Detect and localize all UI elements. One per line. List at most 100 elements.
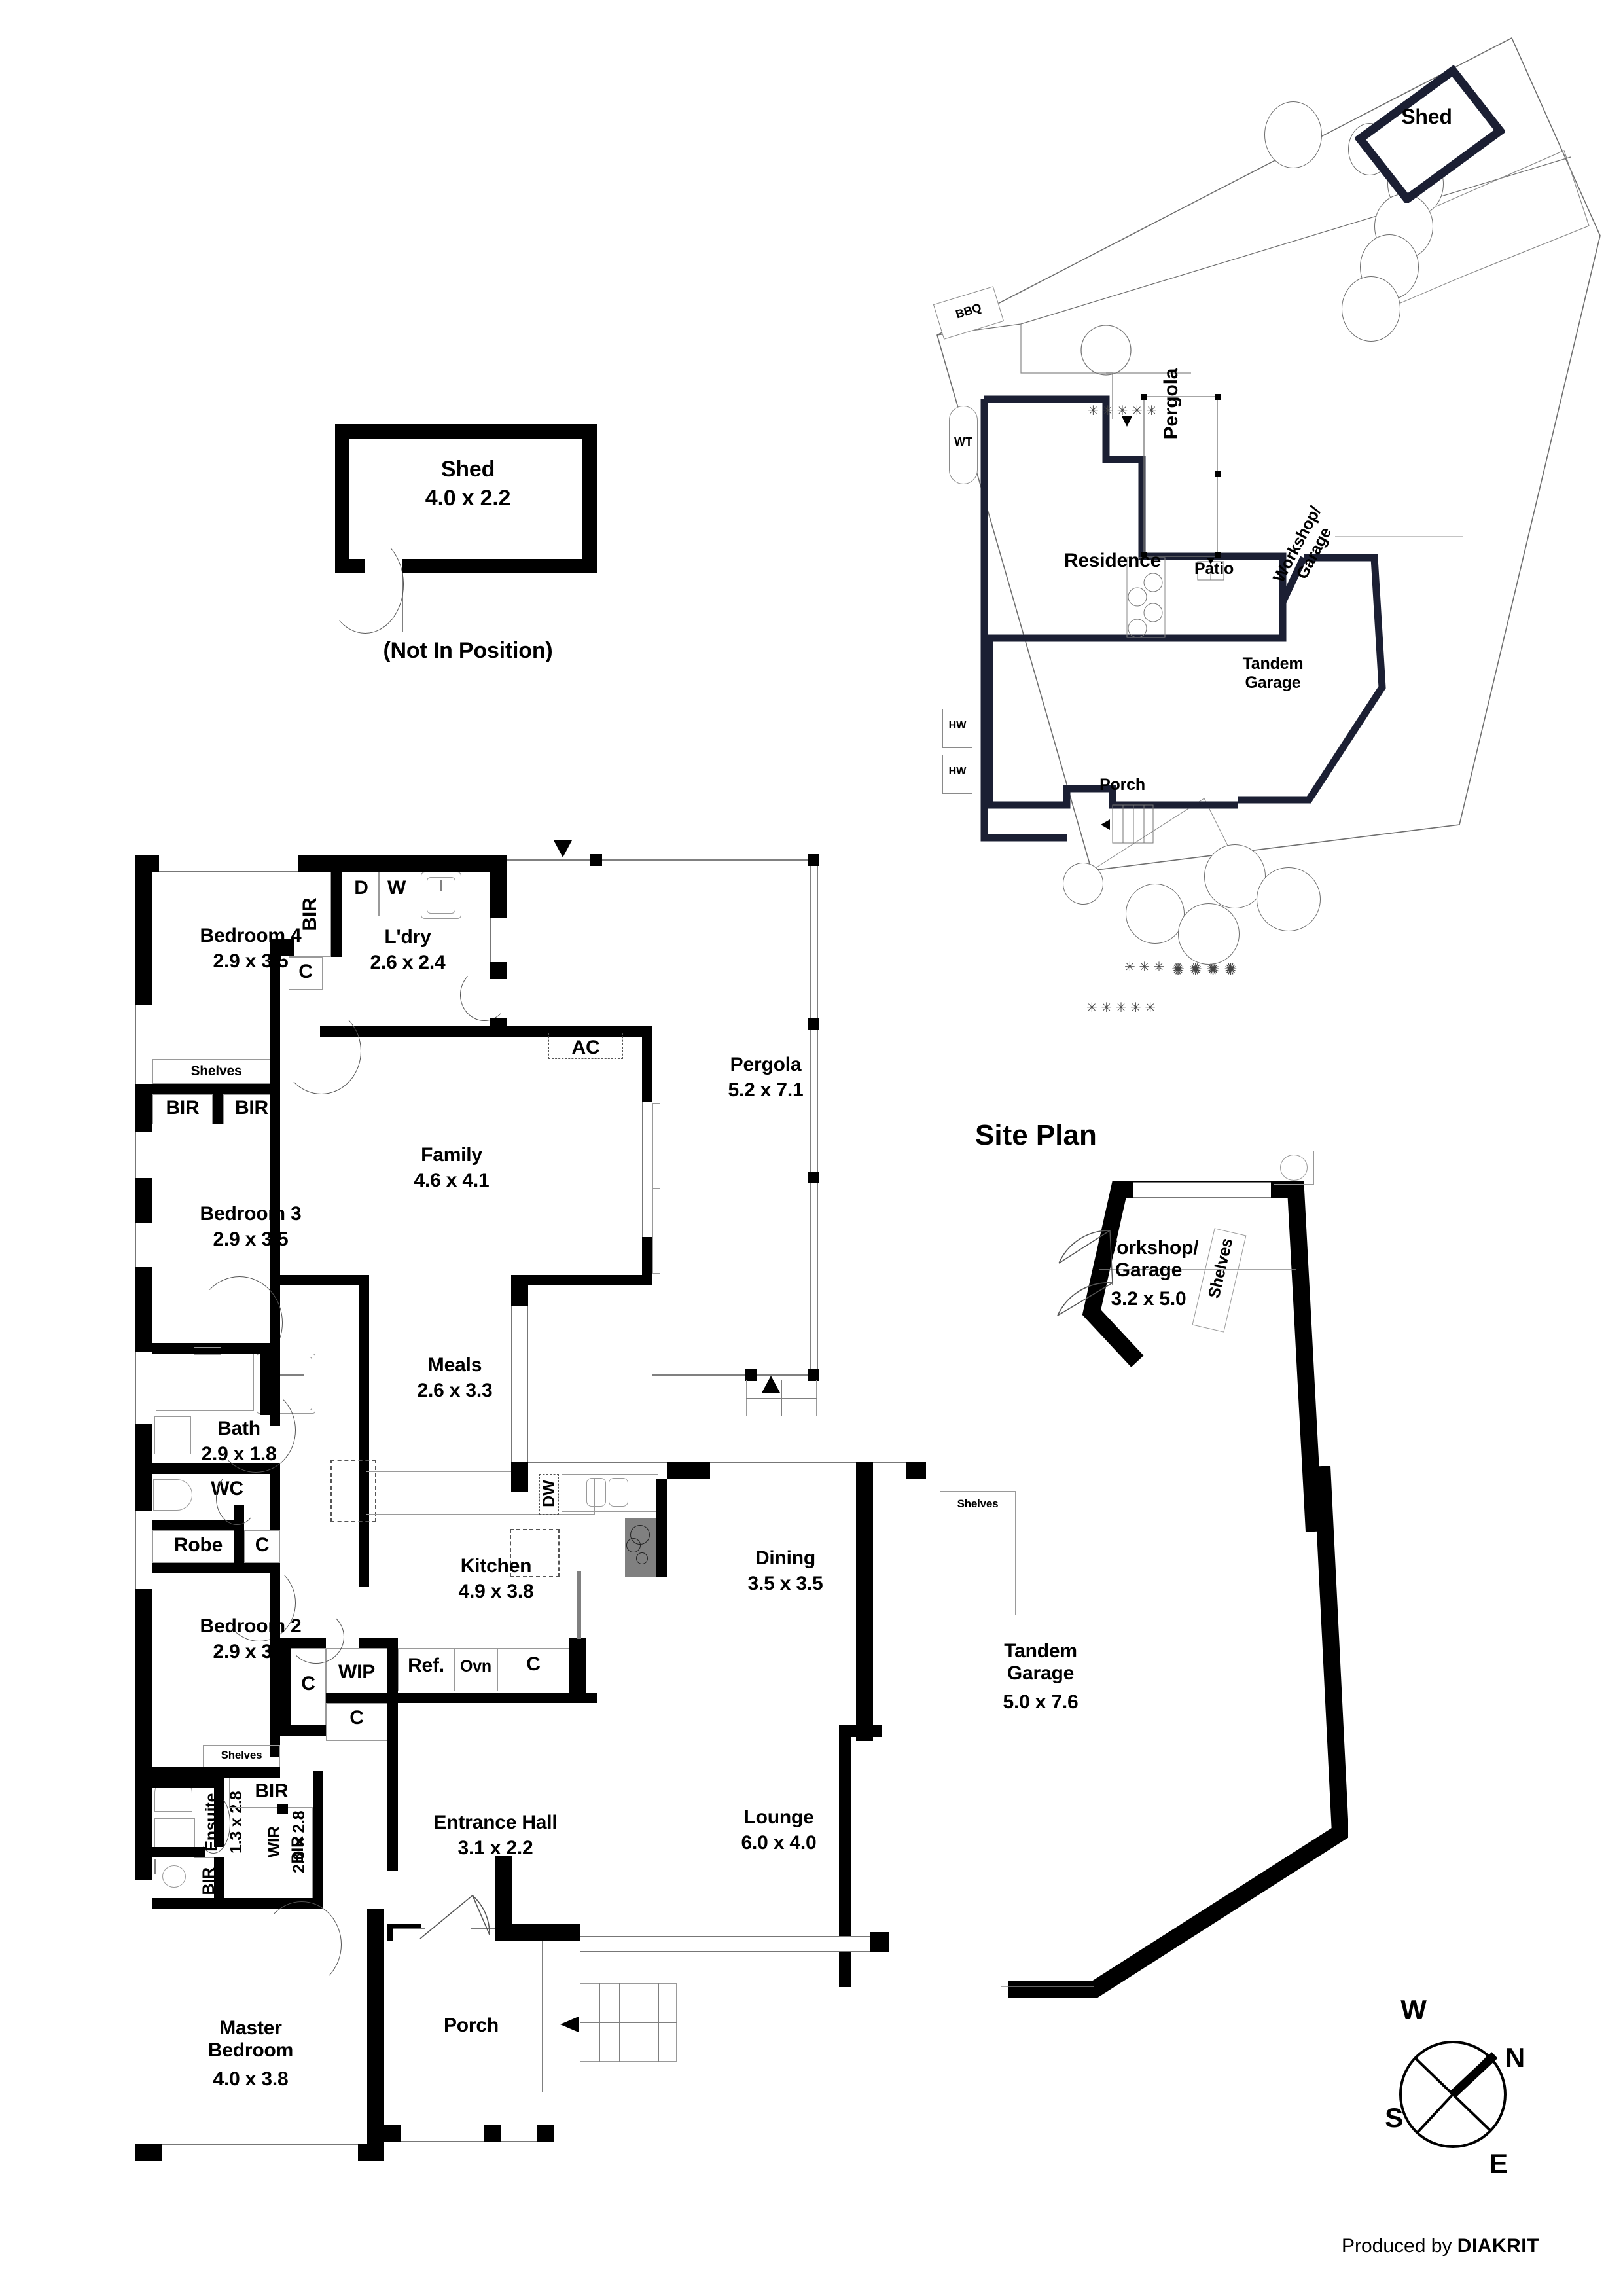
window-ensuite-left (135, 1511, 152, 1589)
washer-box (379, 872, 414, 916)
wall-closet-hall-left (280, 1638, 291, 1736)
water-tank-box (949, 406, 978, 484)
bed3-door-arc (196, 1276, 283, 1369)
tree-icon (1178, 903, 1240, 965)
wall-closet-left-bottom (280, 1725, 326, 1736)
wall-bath-top (152, 1343, 280, 1354)
sink-bowl-right (609, 1478, 628, 1507)
room-dim-entrance-hall: 3.1 x 2.2 (457, 1837, 533, 1859)
wall-ext-top-b (298, 855, 507, 872)
room-dim-workshop-garage: 3.2 x 5.0 (1111, 1288, 1186, 1310)
dryer-box (344, 872, 379, 916)
ldry-hall-door-arc (281, 1008, 361, 1094)
closet-ldry-label: C (298, 961, 313, 982)
room-label-porch: Porch (443, 2015, 499, 2036)
room-dim-bedroom3: 2.9 x 3.5 (213, 1229, 289, 1250)
wall-wir-right (313, 1771, 323, 1909)
closet-ldry-box (289, 957, 323, 990)
wall-meals-right-top (511, 1292, 528, 1306)
wall-bed2-right (270, 1573, 280, 1757)
workshop-doors-swing (1057, 1230, 1113, 1316)
room-dim-master: 4.0 x 3.8 (213, 2068, 289, 2090)
site-porch-label: Porch (1099, 776, 1145, 794)
wir-jamb-a (277, 1804, 288, 1814)
shelves-bed2-box (203, 1745, 280, 1767)
wall-hall-left-a (270, 1474, 280, 1530)
bir-bed3-left-box (152, 1094, 213, 1124)
master-door-arc (262, 1901, 342, 1988)
bath-door-arc (216, 1388, 296, 1473)
shed-wall-left (335, 424, 349, 573)
producer-credit: Produced by DIAKRIT (1342, 2235, 1539, 2257)
wall-appliance-bottom (398, 1693, 597, 1703)
room-dim-tandem-garage: 5.0 x 7.6 (1003, 1691, 1079, 1713)
wall-dining-top-end (906, 1462, 926, 1479)
pergola-arrow-icon (554, 840, 572, 857)
ac-box (548, 1033, 623, 1059)
wall-ext-left-f (135, 1589, 152, 1644)
closet-kitchen-box (497, 1648, 569, 1691)
wall-ext-top-a (135, 855, 159, 872)
toilet-pan (153, 1479, 192, 1511)
wall-wip-top-right (359, 1638, 387, 1648)
room-dim-dining: 3.5 x 3.5 (747, 1573, 823, 1594)
wall-ensuite-bottom-div (152, 1847, 205, 1857)
site-plan-title: Site Plan (975, 1119, 1097, 1151)
pergola-post-3 (808, 1018, 819, 1030)
tree-icon (1126, 884, 1185, 944)
compass-south-label: S (1385, 2102, 1403, 2133)
tree-icon (1342, 276, 1400, 342)
room-dim-pergola: 5.2 x 7.1 (728, 1079, 804, 1101)
tree-icon (1204, 844, 1266, 908)
wall-bath-bottom-a (152, 1463, 244, 1474)
ensuite-shower-rose (162, 1865, 186, 1888)
window-dining-top (710, 1462, 906, 1479)
pergola-step-line-h (746, 1398, 817, 1399)
wall-bir-ldry-right (331, 872, 342, 957)
shed-wall-top (335, 424, 597, 439)
site-patio-label: Patio (1194, 560, 1234, 578)
shelves-garage-box (940, 1491, 1016, 1615)
window-family-a (642, 1102, 652, 1145)
wall-bed4-right-low (270, 956, 280, 1084)
pergola-post-5 (808, 1369, 819, 1381)
wall-porch-post-mid (484, 2125, 501, 2142)
kitchen-bench-top (366, 1471, 595, 1515)
wall-ensuite-top (152, 1778, 224, 1788)
window-bed3-left (135, 1005, 152, 1084)
cooktop-burner-3 (636, 1552, 648, 1564)
wall-entry-bottom-b (495, 1924, 580, 1941)
window-wc-left (135, 1223, 152, 1267)
fridge-box (398, 1648, 454, 1691)
bir-wir-top-label: BIR (255, 1780, 289, 1802)
water-tank-label: WT (954, 435, 972, 448)
wall-master-right (367, 1909, 384, 2161)
wall-meals-top (280, 1275, 369, 1285)
window-meals-right (511, 1306, 528, 1462)
bed2-door-arc (223, 1564, 296, 1641)
hot-water-label-lower: HW (948, 766, 967, 777)
porch-step-line-h (580, 2022, 677, 2023)
pergola-post-1 (590, 854, 602, 866)
workshop-garage-outline (1082, 1181, 1322, 1532)
wall-entry-right (495, 1856, 512, 1926)
wall-master-bottom-a (135, 2144, 162, 2161)
compass-west-label: W (1400, 1994, 1427, 2025)
robe-label: Robe (173, 1534, 223, 1556)
wall-ext-left-g (135, 1644, 152, 1880)
bir-ldry-box (289, 872, 331, 957)
wall-bir-divider (213, 1094, 223, 1124)
wall-bir-ensuite-right (214, 1857, 224, 1909)
wall-pantry-right (569, 1638, 586, 1703)
closet-hall-upper-box (244, 1530, 280, 1563)
wall-bed4-bed3 (152, 1084, 280, 1094)
window-ldry-right (490, 918, 507, 962)
laundry-tap (440, 880, 442, 891)
wip-box (326, 1648, 387, 1704)
ac-label: AC (571, 1037, 600, 1058)
wall-ext-left-a (135, 855, 152, 1005)
pergola-step-arrow-icon (762, 1376, 780, 1393)
wall-robe-right (234, 1530, 244, 1568)
window-master-bottom (162, 2144, 358, 2161)
shed-door-jamb (402, 573, 403, 632)
